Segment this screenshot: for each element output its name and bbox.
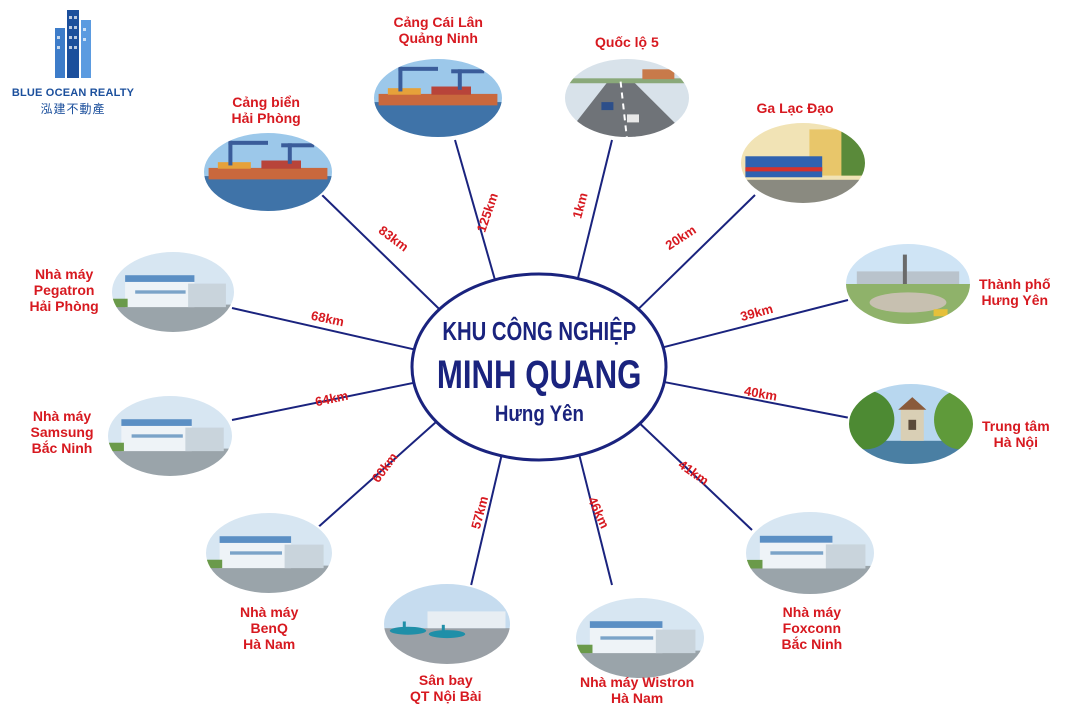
connector-cang-cai-lan xyxy=(454,139,496,281)
factory-icon xyxy=(204,511,334,595)
label-line: Nhà máy xyxy=(240,604,299,620)
label-line: Hưng Yên xyxy=(981,292,1049,308)
label-line: Hà Nam xyxy=(243,636,296,652)
label-line: Nhà máy xyxy=(34,266,94,282)
label-line: Trung tâm xyxy=(982,418,1050,434)
label-line: Hà Nam xyxy=(611,690,664,706)
connector-wistron-ha-nam xyxy=(578,454,613,586)
logo: BLUE OCEAN REALTY 泓建不動產 xyxy=(8,6,138,117)
airport-icon xyxy=(382,582,512,666)
label-ga-lac-dao: Ga Lạc Đạo xyxy=(757,100,834,116)
label-line: Cảng biển xyxy=(232,94,300,110)
factory-icon xyxy=(574,596,706,680)
photo-foxconn-bac-ninh xyxy=(744,510,876,601)
logo-subtitle: 泓建不動產 xyxy=(40,102,106,116)
label-line: Ga Lạc Đạo xyxy=(756,100,834,116)
label-line: Pegatron xyxy=(33,282,95,298)
label-line: Cảng Cái Lân xyxy=(393,14,483,30)
connector-foxconn-bac-ninh xyxy=(639,422,753,531)
label-line: Nhà máy Wistron xyxy=(580,674,695,690)
factory-icon xyxy=(110,250,236,334)
label-line: Nhà máy xyxy=(782,604,842,620)
label-line: Hà Nội xyxy=(993,434,1038,450)
label-line: Hải Phòng xyxy=(29,298,99,314)
center-ellipse xyxy=(410,272,668,462)
factory-icon xyxy=(744,510,876,596)
connector-samsung-bac-ninh xyxy=(231,381,415,421)
photo-ga-lac-dao xyxy=(739,121,867,210)
label-line: Hải Phòng xyxy=(231,110,301,126)
label-line: Quảng Ninh xyxy=(398,30,478,46)
port-icon xyxy=(202,131,334,213)
label-line: Nhà máy xyxy=(32,408,92,424)
photo-thanh-pho-hung-yen xyxy=(844,242,972,331)
label-line: QT Nội Bài xyxy=(410,688,482,704)
photo-wistron-ha-nam xyxy=(574,596,706,685)
connector-san-bay-noi-bai xyxy=(469,455,503,591)
label-line: Bắc Ninh xyxy=(781,636,843,652)
photo-trung-tam-ha-noi xyxy=(847,382,975,471)
label-line: Samsung xyxy=(30,424,94,440)
label-line: Bắc Ninh xyxy=(31,440,93,456)
label-line: Sân bay xyxy=(418,672,473,688)
photo-cang-cai-lan xyxy=(372,57,504,144)
connector-ga-lac-dao xyxy=(637,194,756,310)
highway-icon xyxy=(563,57,691,139)
photo-quoc-lo-5 xyxy=(563,57,691,144)
photo-san-bay-noi-bai xyxy=(382,582,512,671)
factory-icon xyxy=(106,394,234,478)
connector-trung-tam-ha-noi xyxy=(664,381,851,419)
label-quoc-lo-5: Quốc lộ 5 xyxy=(595,34,659,50)
label-line: BenQ xyxy=(250,620,288,636)
connector-pegatron-hai-phong xyxy=(231,307,415,351)
photo-pegatron-hai-phong xyxy=(110,250,236,339)
photo-cang-hai-phong xyxy=(202,131,334,218)
train-station-icon xyxy=(739,121,867,205)
connector-benq-ha-nam xyxy=(314,420,437,531)
photo-samsung-bac-ninh xyxy=(106,394,234,483)
port-icon xyxy=(372,57,504,139)
logo-name: BLUE OCEAN REALTY xyxy=(11,87,135,99)
label-line: Thành phố xyxy=(979,276,1051,292)
connector-cang-hai-phong xyxy=(321,194,441,310)
photo-benq-ha-nam xyxy=(204,511,334,600)
connector-quoc-lo-5 xyxy=(576,139,613,279)
tower-lake-icon xyxy=(847,382,975,466)
connector-thanh-pho-hung-yen xyxy=(662,299,849,349)
label-line: Quốc lộ 5 xyxy=(595,34,659,50)
building-icon xyxy=(55,10,91,78)
city-icon xyxy=(844,242,972,326)
label-line: Foxconn xyxy=(782,620,842,636)
